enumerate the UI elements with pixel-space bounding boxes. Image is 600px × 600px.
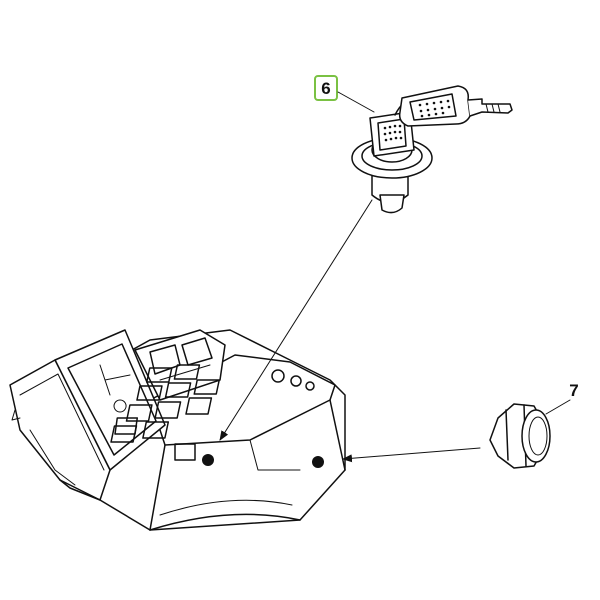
ignition-mount-hole [202,454,214,466]
leader-line-ignition [219,199,373,441]
key-head-grip-pattern [383,124,403,142]
callout-6-highlight-box [314,75,338,101]
cap-mount-hole [312,456,324,468]
key-fob-grip-pattern [418,99,451,118]
leader-line-cap [342,447,481,463]
dashboard-console [9,329,346,531]
cap-nut-part [489,403,551,469]
callout-6-label: 6 [321,79,330,98]
callout-6-leader [337,91,375,113]
ignition-switch-assembly [351,85,513,214]
callout-7-leader [545,399,571,415]
callout-7-label: 7 [569,381,578,400]
callout-6[interactable]: 6 [314,75,338,101]
callout-7[interactable]: 7 [569,381,578,400]
